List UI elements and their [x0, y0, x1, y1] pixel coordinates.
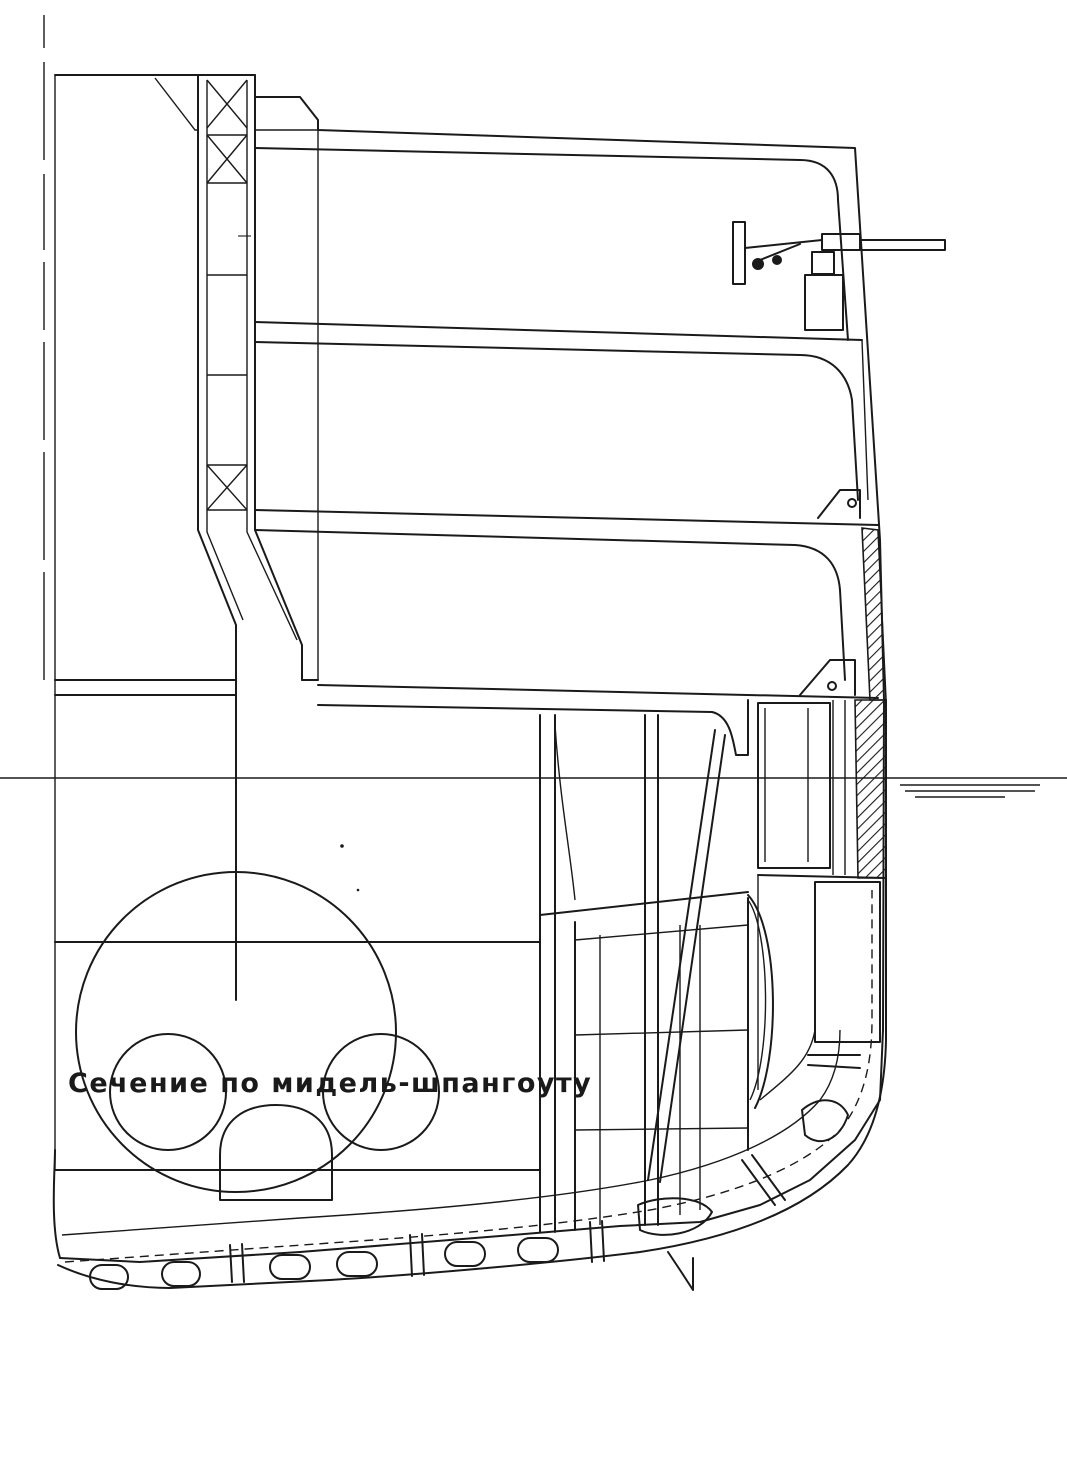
construction-marks [238, 236, 360, 892]
lower-deck [255, 510, 878, 695]
inner-bottom [62, 890, 872, 1262]
deck-gun [733, 222, 945, 330]
side-compartments [758, 700, 886, 1090]
center-girder [155, 75, 318, 1000]
centerline [44, 15, 55, 1170]
upper-deck [255, 148, 848, 340]
drawing-caption: Сечение по мидель-шпангоуту [68, 1068, 593, 1099]
engine-room-structure [540, 715, 773, 1232]
platform-deck [55, 680, 878, 755]
middle-deck [255, 322, 868, 518]
armour-belt [855, 528, 886, 878]
waterline [0, 778, 1067, 797]
boiler [55, 840, 540, 1200]
bottom-floors [90, 1055, 860, 1290]
outer-hull-outline [54, 75, 886, 1288]
